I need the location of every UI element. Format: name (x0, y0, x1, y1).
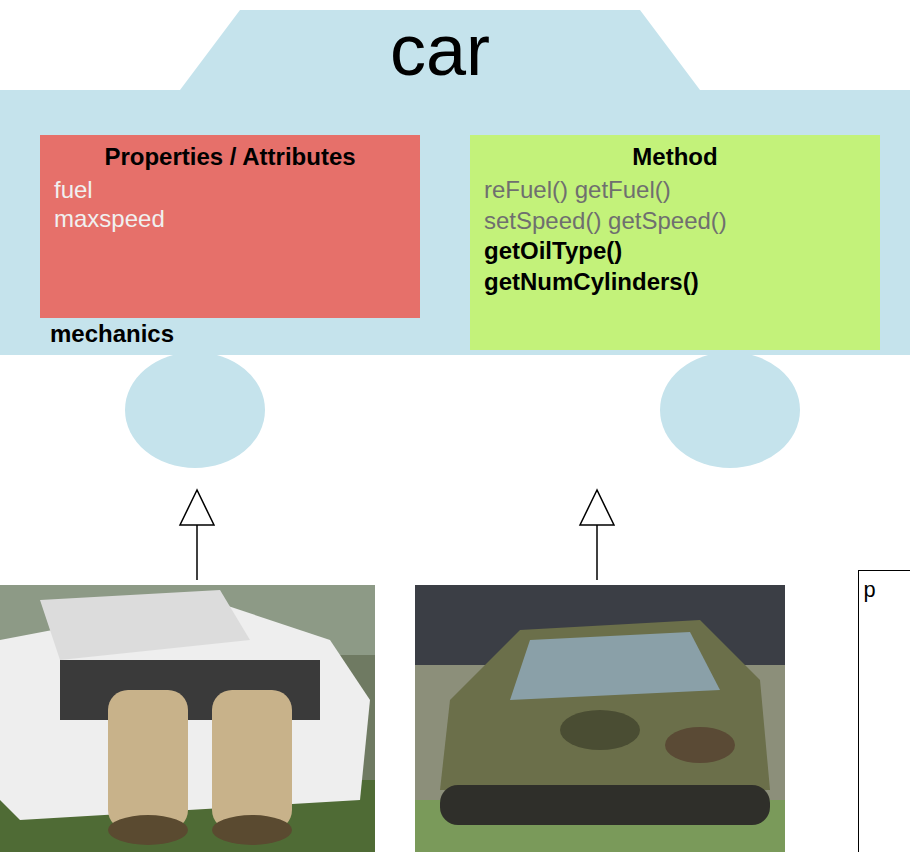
attribute-item: fuel (54, 176, 406, 205)
inheritance-arrow (580, 490, 614, 580)
method-item: getOilType() (484, 237, 866, 266)
wheel (125, 352, 265, 468)
method-item: reFuel() getFuel() (484, 176, 866, 205)
method-item: getNumCylinders() (484, 268, 866, 297)
class-name: car (240, 10, 640, 90)
member-box: Properties / Attributes fuelmaxspeed (40, 135, 420, 318)
wheel (660, 352, 800, 468)
section-heading: Properties / Attributes (54, 143, 406, 172)
method-item: setSpeed() getSpeed() (484, 207, 866, 236)
attribute-item: maxspeed (54, 205, 406, 234)
code-box: p (858, 570, 910, 852)
member-box: Method reFuel() getFuel()setSpeed() getSp… (470, 135, 880, 350)
attribute-item: mechanics (50, 320, 174, 349)
class-shape: car mechanics Properties / Attributes fuelm… (0, 10, 910, 355)
tank-car-photo (415, 585, 785, 852)
code-text: p (863, 579, 910, 605)
jet-car-photo (0, 585, 375, 852)
inheritance-arrow (180, 490, 214, 580)
section-heading: Method (484, 143, 866, 172)
